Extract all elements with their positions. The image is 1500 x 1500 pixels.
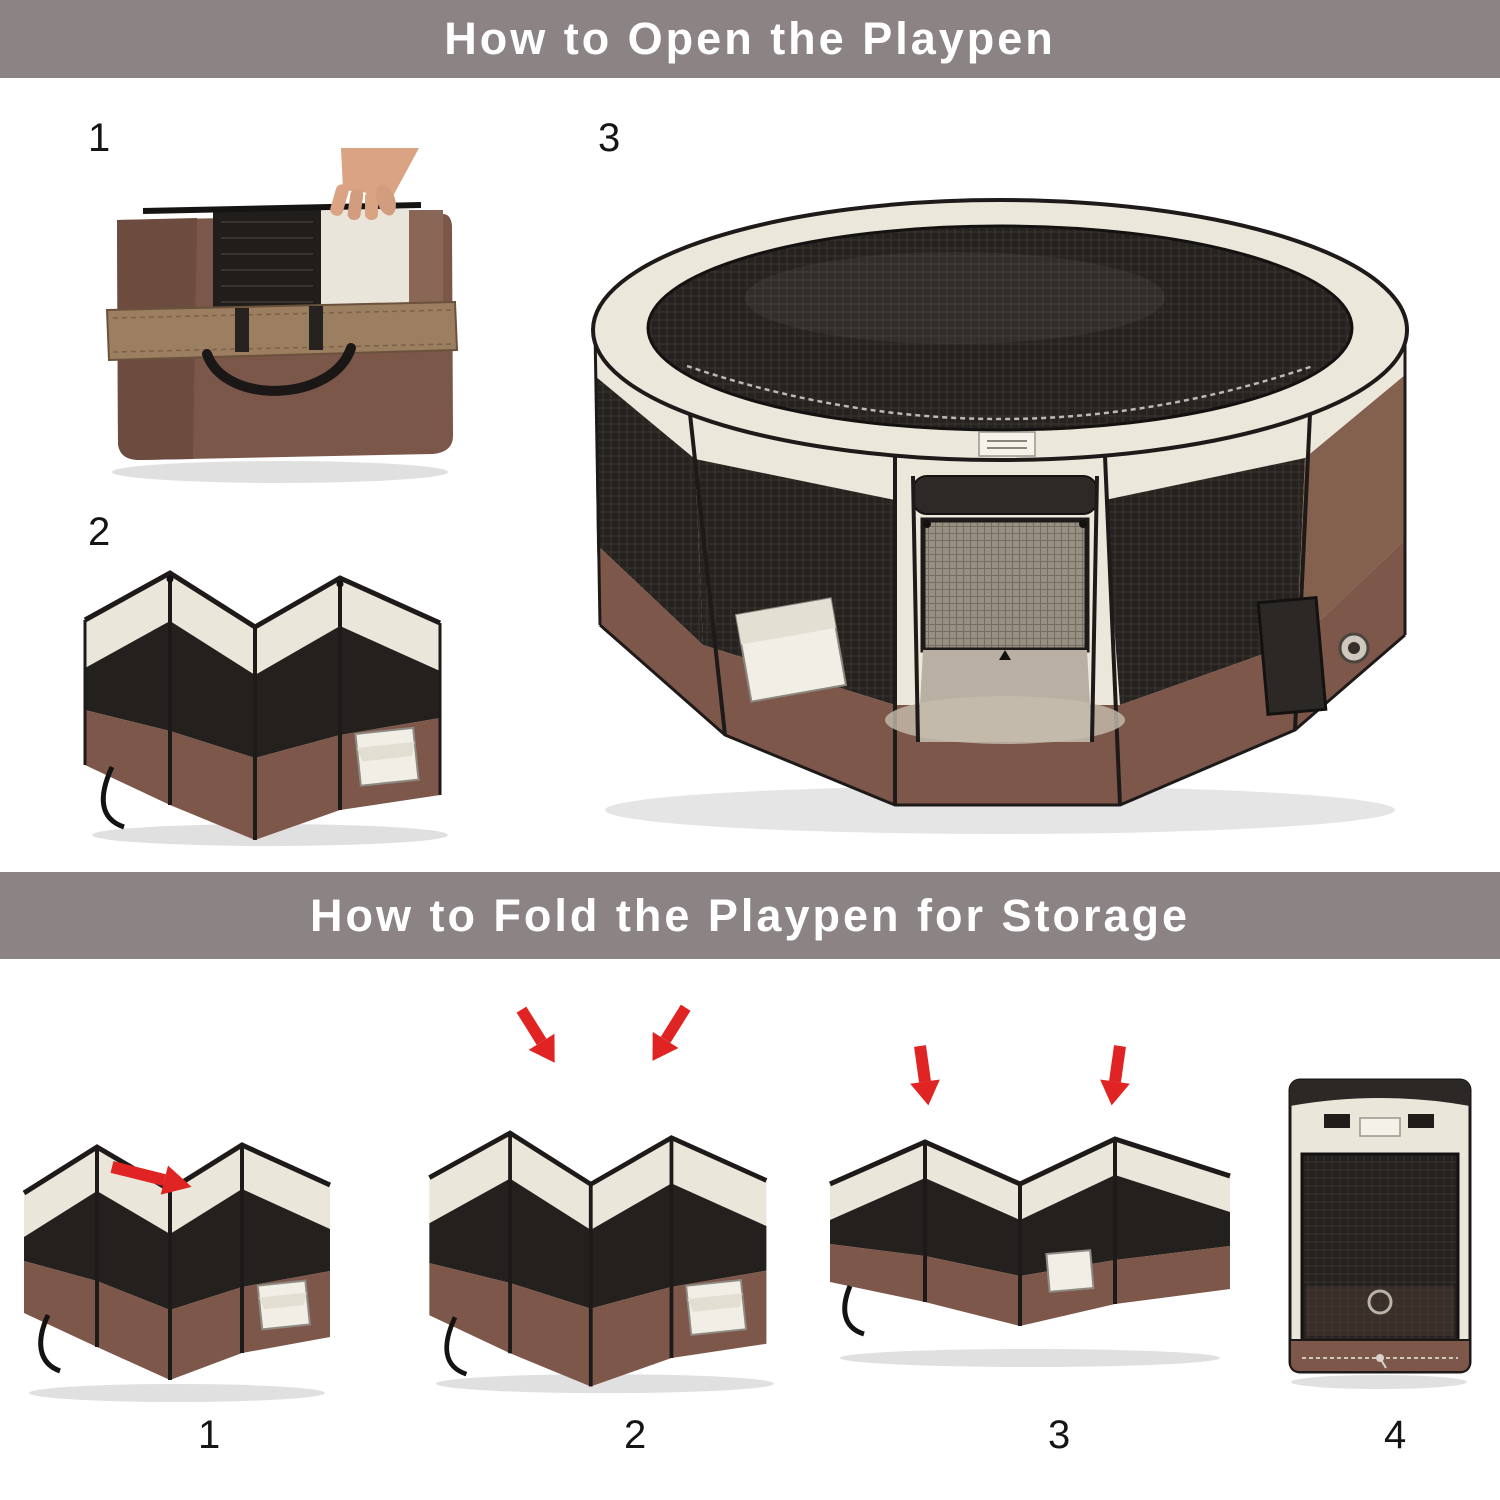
fold-section-title: How to Fold the Playpen for Storage	[309, 889, 1191, 941]
open-step-1-number: 1	[88, 116, 111, 160]
brand-patch	[1359, 1117, 1401, 1137]
fold-step-2-photo	[428, 1004, 774, 1394]
side-pocket	[1045, 1249, 1095, 1293]
open-section-header: How to Open the Playpen	[0, 0, 1500, 78]
zipper-strap	[842, 1285, 865, 1337]
fold-step-1-number: 1	[198, 1413, 221, 1457]
side-pocket	[685, 1279, 748, 1336]
grommet-icon	[1338, 632, 1370, 664]
half-unfolded-playpen	[83, 570, 442, 840]
bag-mesh-panel	[213, 208, 321, 320]
fold-arrow-icon	[516, 1006, 555, 1063]
open-step-3-number: 3	[598, 116, 621, 160]
open-step-2-photo	[83, 570, 448, 846]
mesh-top-cover	[591, 198, 1409, 462]
bag-handle	[202, 343, 356, 396]
fold-step-3-number: 3	[1048, 1413, 1071, 1457]
grommet-icon	[1367, 1289, 1393, 1315]
side-mesh-pocket	[1256, 596, 1328, 716]
fold-step-3-playpen	[828, 1136, 1231, 1337]
open-step-3-photo	[591, 198, 1409, 834]
folded-flat-playpen	[1288, 1078, 1472, 1374]
fold-arrow-icon	[910, 1045, 940, 1106]
fold-step-1-photo	[22, 1142, 332, 1402]
brand-patch	[978, 431, 1036, 457]
floor-mat	[885, 696, 1125, 744]
open-step-2-number: 2	[88, 510, 111, 554]
top-cover-zipper	[686, 364, 1314, 421]
open-section-title: How to Open the Playpen	[444, 13, 1056, 64]
door-mesh-window	[920, 517, 1090, 653]
side-pocket	[256, 1279, 312, 1331]
fold-step-4-number: 4	[1384, 1413, 1407, 1457]
door-rolled-flap	[912, 475, 1098, 515]
fold-step-3-photo	[828, 1045, 1231, 1367]
fold-arrow-icon	[110, 1161, 192, 1195]
front-door	[885, 475, 1125, 744]
fold-arrow-icon	[652, 1004, 691, 1061]
fold-step-2-playpen	[428, 1130, 768, 1387]
zipper-strap	[444, 1316, 468, 1377]
open-step-1-photo	[105, 148, 459, 483]
bag-shadow	[112, 461, 448, 483]
zipper-strap	[100, 765, 125, 830]
fold-section-header: How to Fold the Playpen for Storage	[0, 872, 1500, 959]
zipper-strap	[38, 1313, 62, 1374]
side-pocket	[354, 726, 420, 787]
fold-step-1-playpen	[22, 1142, 332, 1380]
carry-bag	[105, 202, 459, 460]
fold-step-4-photo	[1288, 1078, 1472, 1389]
fold-step-2-number: 2	[624, 1413, 647, 1457]
fold-arrow-icon	[1100, 1045, 1130, 1106]
hand-icon	[330, 148, 419, 221]
front-left-pocket	[734, 597, 848, 703]
